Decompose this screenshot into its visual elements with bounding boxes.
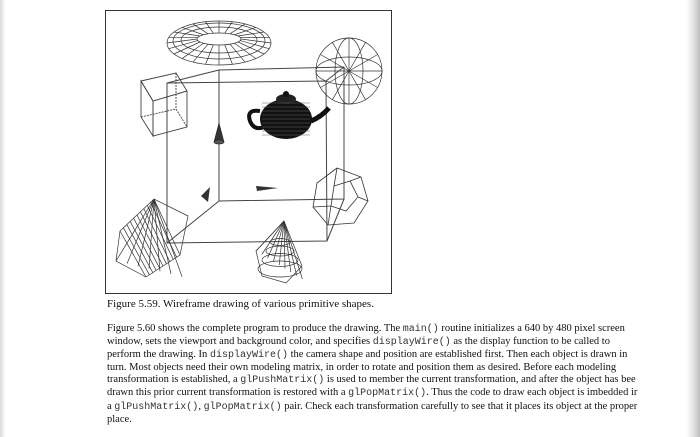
wire-cone-lower-mid: [256, 186, 278, 191]
text-run: perform the drawing. In: [107, 349, 210, 361]
text-run: transformation is established, a: [107, 374, 241, 386]
text-run: is used to member the current transforma…: [324, 374, 636, 386]
figure-caption: Figure 5.59. Wireframe drawing of variou…: [107, 298, 374, 310]
text-run: . Thus the code to draw each object is i…: [426, 387, 638, 399]
page-edge-left: [0, 0, 6, 437]
paragraph-line: place.: [107, 414, 685, 426]
inline-code: main(): [402, 324, 439, 335]
text-run: pair. Check each transformation carefull…: [281, 400, 638, 412]
page-edge-right: [686, 0, 700, 437]
inline-code: glPopMatrix(): [348, 388, 427, 400]
wire-cone-bottom: [255, 220, 303, 284]
wire-cone-lower-left: [201, 187, 210, 202]
text-run: turn. Most objects need their own modeli…: [107, 362, 617, 374]
text-run: ,: [198, 400, 204, 412]
solid-teapot: [247, 91, 331, 139]
paragraph-line: perform the drawing. In displayWire() th…: [107, 349, 685, 362]
wire-icosahedron: [115, 198, 189, 278]
inline-code: glPushMatrix(): [114, 401, 199, 413]
inline-code: glPushMatrix(): [240, 375, 325, 387]
inline-code: displayWire(): [372, 337, 451, 349]
text-run: as the display function to be called to: [450, 336, 610, 348]
figure-frame: [105, 10, 392, 294]
text-run: place.: [107, 413, 132, 425]
text-run: Figure 5.60 shows the complete program t…: [107, 323, 403, 334]
wireframe-figure: [115, 20, 383, 284]
text-run: a: [107, 400, 115, 412]
central-cube: [166, 66, 345, 244]
wire-cone-upper: [213, 121, 225, 145]
paragraph-line: drawn this prior current transformation …: [107, 387, 685, 400]
wire-sphere: [315, 37, 383, 105]
text-run: window, sets the viewport and background…: [107, 336, 373, 348]
wire-cube: [140, 72, 188, 138]
paragraph-line: a glPushMatrix(), glPopMatrix() pair. Ch…: [107, 401, 685, 414]
text-run: routine initializes a 640 by 480 pixel s…: [438, 323, 625, 334]
text-run: drawn this prior current transformation …: [107, 387, 349, 399]
body-paragraph: Figure 5.60 shows the complete program t…: [107, 323, 685, 426]
paragraph-line: turn. Most objects need their own modeli…: [107, 362, 685, 374]
text-run: the camera shape and position are establ…: [287, 349, 628, 361]
paragraph-line: Figure 5.60 shows the complete program t…: [107, 323, 685, 336]
paragraph-line: window, sets the viewport and background…: [107, 336, 685, 349]
inline-code: glPopMatrix(): [203, 401, 282, 413]
wire-dodecahedron: [312, 167, 369, 226]
paragraph-line: transformation is established, a glPushM…: [107, 374, 685, 387]
inline-code: displayWire(): [209, 350, 288, 362]
wire-torus: [166, 20, 272, 66]
